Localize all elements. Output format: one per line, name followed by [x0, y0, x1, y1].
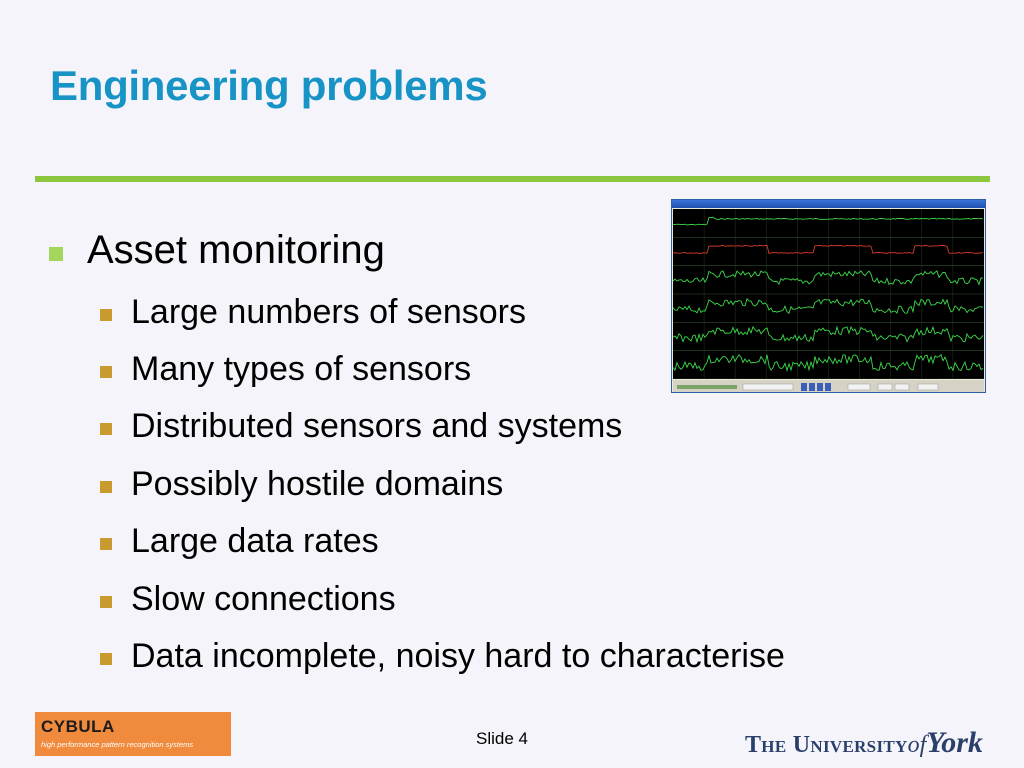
sub-bullet-square-icon: [100, 309, 112, 321]
sub-bullet-text: Many types of sensors: [131, 350, 472, 388]
sub-bullet-text: Possibly hostile domains: [131, 465, 504, 503]
sensor-trace-plot: [672, 209, 984, 380]
window-statusbar: [673, 380, 984, 392]
slide-number: Slide 4: [476, 729, 528, 748]
title-divider: [35, 176, 990, 182]
university-of: of: [907, 732, 927, 758]
sensor-traces-icon: [672, 209, 984, 380]
sensor-trace: [672, 353, 984, 372]
bullet-asset-monitoring: Asset monitoring: [49, 228, 385, 273]
sub-bullet: Slow connections: [100, 580, 396, 619]
bullet-text: Asset monitoring: [87, 228, 385, 272]
sensor-trace: [672, 270, 984, 286]
sub-bullet-square-icon: [100, 653, 112, 665]
sub-bullet: Distributed sensors and systems: [100, 407, 623, 446]
sub-bullet: Large numbers of sensors: [100, 293, 526, 332]
cybula-logo: CYBULA high performance pattern recognit…: [35, 712, 231, 756]
university-name: The University: [745, 732, 908, 758]
sensor-trace: [673, 216, 984, 226]
sensor-monitor-screenshot: [671, 199, 986, 393]
sensor-trace: [672, 297, 984, 314]
sub-bullet-text: Slow connections: [131, 580, 396, 618]
sub-bullet: Possibly hostile domains: [100, 465, 504, 504]
bullet-square-icon: [49, 247, 63, 261]
sub-bullet-square-icon: [100, 423, 112, 435]
sub-bullet-square-icon: [100, 481, 112, 493]
sub-bullet-text: Data incomplete, noisy hard to character…: [131, 637, 785, 675]
sub-bullet-text: Distributed sensors and systems: [131, 407, 623, 445]
window-titlebar: [672, 200, 985, 208]
university-of-york-logo: The UniversityofYork: [745, 726, 983, 760]
sub-bullet-text: Large data rates: [131, 522, 379, 560]
slide-title: Engineering problems: [50, 62, 488, 109]
university-york: York: [926, 726, 983, 759]
logo-name: CYBULA: [41, 717, 115, 736]
sub-bullet: Data incomplete, noisy hard to character…: [100, 637, 785, 676]
sub-bullet: Large data rates: [100, 522, 379, 561]
sub-bullet-square-icon: [100, 538, 112, 550]
sub-bullet-square-icon: [100, 596, 112, 608]
sub-bullet-text: Large numbers of sensors: [131, 293, 526, 331]
logo-tagline: high performance pattern recognition sys…: [41, 740, 194, 749]
sensor-trace: [672, 325, 984, 344]
playback-controls-icon: [677, 383, 939, 391]
sensor-trace: [672, 244, 984, 254]
sub-bullet: Many types of sensors: [100, 350, 472, 389]
sub-bullet-square-icon: [100, 366, 112, 378]
